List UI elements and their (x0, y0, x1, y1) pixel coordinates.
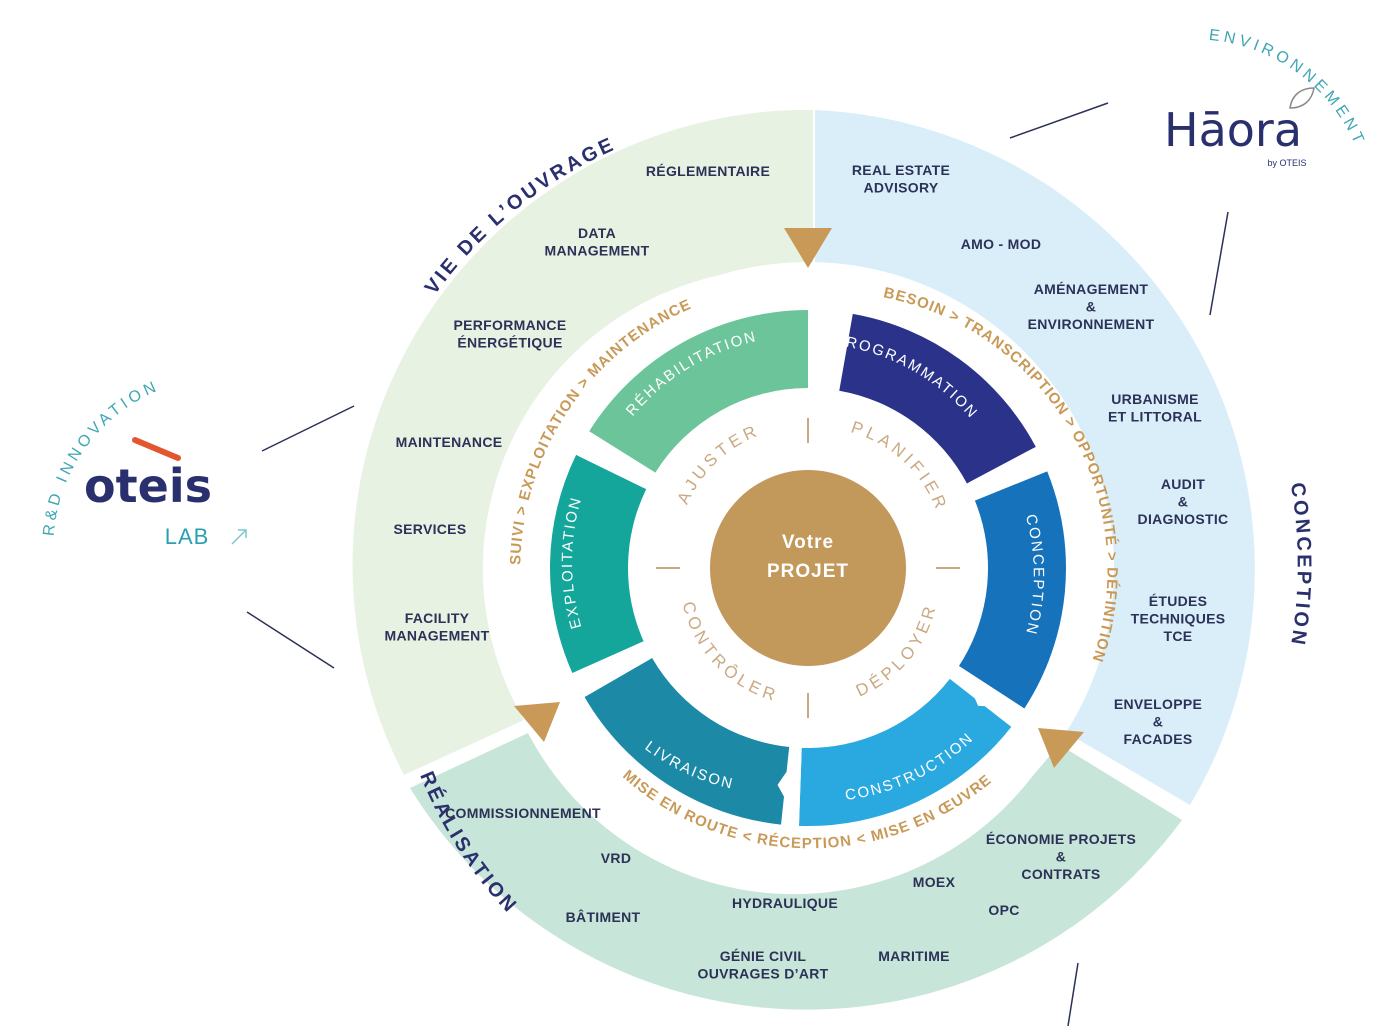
cycle-arrow (514, 702, 560, 742)
realisation-item-0: COMMISSIONNEMENT (445, 805, 601, 821)
haora-by-text: by OTEIS (1267, 158, 1306, 168)
phase-band-conception (815, 110, 1255, 805)
segment-livraison[interactable] (584, 658, 790, 825)
vie-item-1: DATA (578, 225, 616, 241)
realisation-item-4: GÉNIE CIVIL (720, 948, 807, 964)
conception-item-2: ENVIRONNEMENT (1028, 316, 1155, 332)
oteis-lab-text: LAB (165, 524, 210, 549)
segment-label-conception: CONCEPTION (1022, 513, 1047, 638)
phase-band-vie (352, 110, 813, 775)
segment-chevron (960, 667, 1023, 708)
cycle-arrow (784, 228, 832, 268)
vie-item-4: SERVICES (394, 521, 467, 537)
leaf-icon (1289, 87, 1315, 109)
segment-rehabilitation[interactable] (589, 310, 808, 473)
conception-item-6: & (1153, 714, 1163, 730)
connector-line (246, 611, 335, 669)
connector-line (1067, 962, 1079, 1026)
conception-item-0: ADVISORY (863, 180, 938, 196)
conception-item-0: REAL ESTATE (852, 162, 950, 178)
vie-item-5: MANAGEMENT (385, 628, 490, 644)
connector-line (261, 405, 355, 452)
vie-item-3: MAINTENANCE (396, 434, 503, 450)
vie-item-5: FACILITY (405, 610, 470, 626)
segment-chevron (586, 657, 651, 696)
oteis-accent-mark (132, 437, 181, 461)
conception-item-4: & (1178, 494, 1188, 510)
conception-item-1: AMO - MOD (961, 236, 1041, 252)
segment-chevron (968, 447, 1035, 486)
center-label-votre: Votre (782, 532, 834, 553)
conception-item-5: TECHNIQUES (1131, 611, 1226, 627)
realisation-item-1: VRD (601, 850, 631, 866)
haora-logo-text: Hāora (1164, 103, 1302, 157)
connector-line (1209, 211, 1229, 316)
realisation-item-6: MARITIME (878, 948, 950, 964)
phase-title-conception-path-text: CONCEPTION (1286, 481, 1312, 649)
segment-construction[interactable] (798, 678, 1012, 826)
connector-line (1009, 102, 1109, 139)
conception-item-5: TCE (1164, 628, 1193, 644)
realisation-item-7: OPC (988, 902, 1019, 918)
center-circle (710, 470, 906, 666)
segment-chevron (808, 312, 831, 386)
vie-item-0: RÉGLEMENTAIRE (646, 163, 770, 179)
segment-chevron (777, 749, 802, 824)
vie-item-2: PERFORMANCE (454, 317, 567, 333)
realisation-item-8: ÉCONOMIE PROJETS (986, 831, 1136, 847)
arrow-out-icon (231, 529, 247, 545)
realisation-item-8: CONTRATS (1021, 866, 1100, 882)
conception-item-4: AUDIT (1161, 476, 1205, 492)
conception-item-2: & (1086, 299, 1096, 315)
segment-conception[interactable] (958, 471, 1066, 709)
vie-item-2: ÉNERGÉTIQUE (457, 335, 562, 351)
realisation-item-3: HYDRAULIQUE (732, 895, 838, 911)
realisation-item-4: OUVRAGES D’ART (698, 966, 829, 982)
conception-item-5: ÉTUDES (1149, 593, 1208, 609)
realisation-item-2: BÂTIMENT (566, 908, 641, 925)
cycle-arrow (1038, 728, 1084, 768)
segment-label-conception-path-text: CONCEPTION (1022, 513, 1045, 638)
vie-item-1: MANAGEMENT (545, 243, 650, 259)
realisation-item-5: MOEX (913, 874, 956, 890)
realisation-item-8: & (1056, 849, 1066, 865)
oteis-logo-text: oteis (84, 459, 212, 513)
segment-programmation[interactable] (839, 313, 1036, 484)
conception-item-3: URBANISME (1111, 391, 1198, 407)
center-label-projet: PROJET (767, 561, 849, 582)
conception-item-4: DIAGNOSTIC (1138, 511, 1229, 527)
segment-chevron (577, 451, 645, 489)
phase-title-conception: CONCEPTION (1286, 481, 1315, 649)
conception-item-6: ENVELOPPE (1114, 696, 1202, 712)
conception-item-2: AMÉNAGEMENT (1034, 281, 1149, 297)
segment-exploitation[interactable] (550, 454, 647, 673)
conception-item-3: ET LITTORAL (1108, 409, 1202, 425)
phase-band-realisation (410, 733, 1182, 1010)
conception-item-6: FACADES (1124, 731, 1193, 747)
